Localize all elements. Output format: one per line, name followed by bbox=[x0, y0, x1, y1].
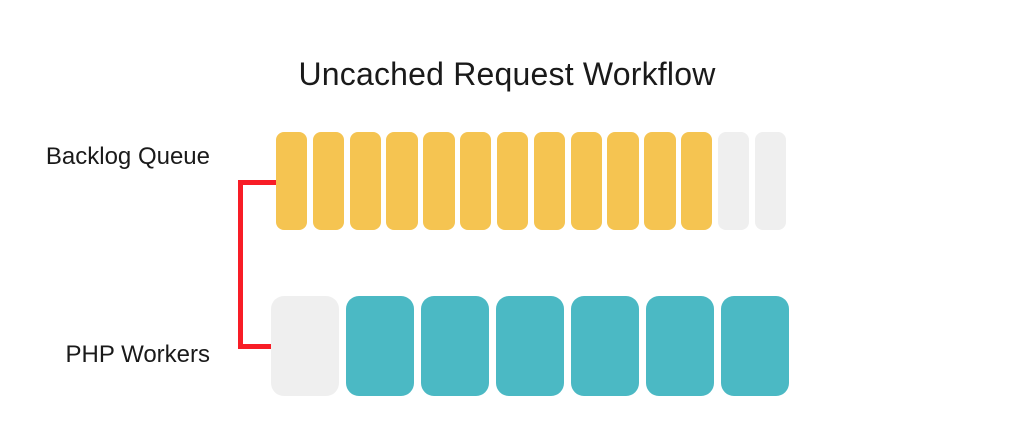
backlog-queue-slot bbox=[754, 132, 787, 230]
php-worker-slot bbox=[645, 296, 715, 396]
backlog-queue-slot bbox=[644, 132, 676, 230]
diagram-title: Uncached Request Workflow bbox=[298, 56, 716, 92]
connector-line-vertical-segment bbox=[238, 180, 243, 349]
php-workers-label: PHP Workers bbox=[65, 341, 210, 368]
php-worker-slot bbox=[271, 296, 340, 396]
backlog-queue-label: Backlog Queue bbox=[45, 143, 210, 170]
backlog-queue-slot bbox=[607, 132, 639, 230]
backlog-queue-slot bbox=[717, 132, 750, 230]
backlog-queue-slot bbox=[681, 132, 713, 230]
connector-line-top-segment bbox=[238, 180, 276, 185]
backlog-queue-slot bbox=[349, 132, 381, 230]
backlog-queue-slot bbox=[533, 132, 566, 230]
php-worker-slot bbox=[345, 296, 415, 396]
php-workers-row bbox=[271, 296, 789, 396]
php-worker-slot bbox=[420, 296, 490, 396]
backlog-queue-slot bbox=[496, 132, 529, 230]
backlog-queue-slot bbox=[423, 132, 455, 230]
php-worker-slot bbox=[570, 296, 640, 396]
backlog-queue-slot bbox=[276, 132, 308, 230]
backlog-queue-slot bbox=[386, 132, 418, 230]
php-worker-slot bbox=[495, 296, 565, 396]
connector-line-bottom-segment bbox=[238, 344, 271, 349]
backlog-queue-slot bbox=[312, 132, 345, 230]
backlog-queue-slot bbox=[460, 132, 492, 230]
php-worker-slot bbox=[720, 296, 789, 396]
backlog-queue-row bbox=[276, 132, 787, 230]
backlog-queue-slot bbox=[570, 132, 602, 230]
